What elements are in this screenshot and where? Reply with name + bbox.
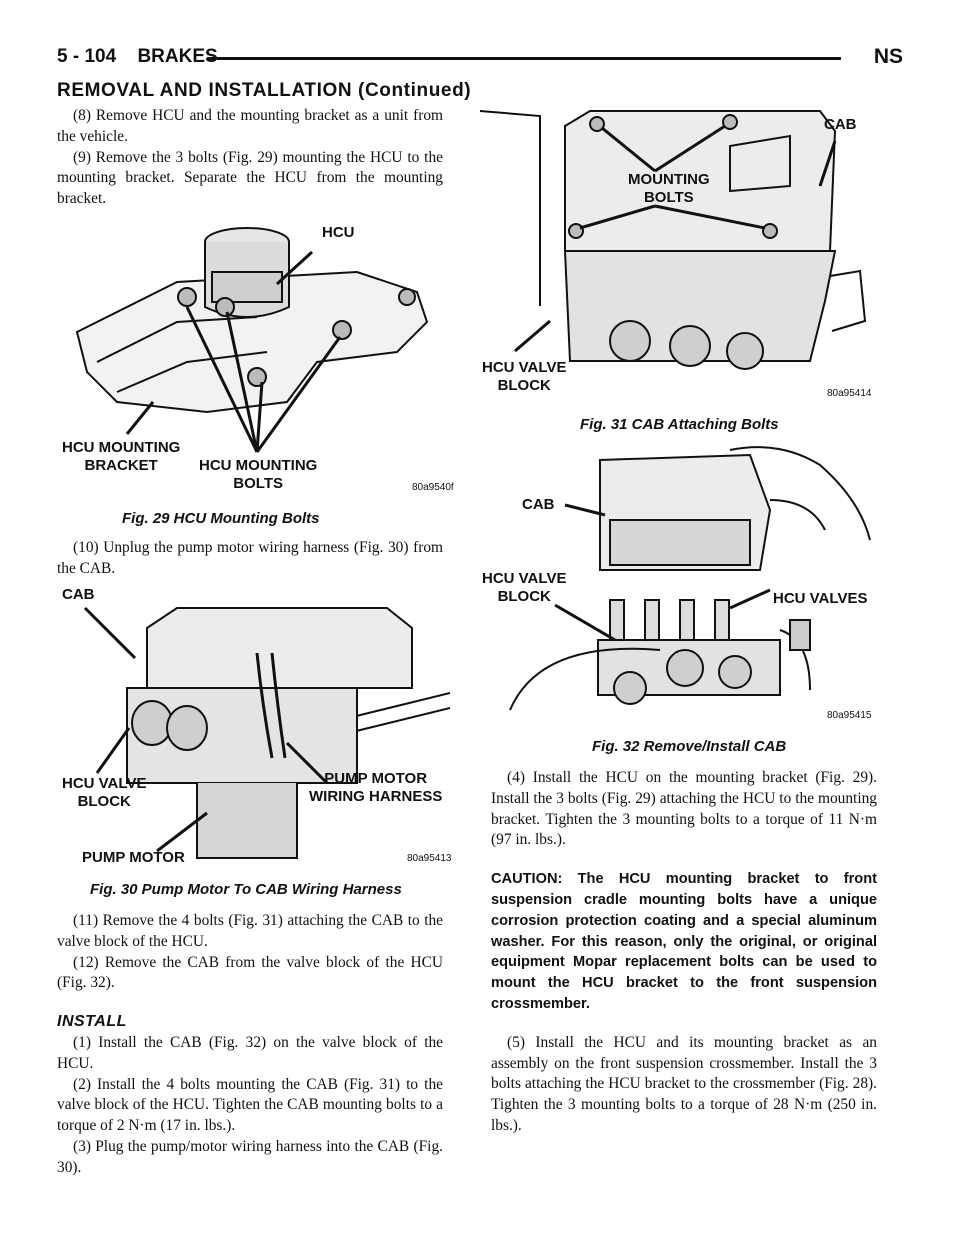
step-11: (11) Remove the 4 bolts (Fig. 31) attach… (57, 912, 443, 950)
label-valve-block-line2: BLOCK (77, 793, 131, 810)
install-step-1: (1) Install the CAB (Fig. 32) on the val… (57, 1033, 443, 1072)
figure-31: CAB MOUNTING BOLTS HCU VALVE BLOCK 80a95… (480, 106, 880, 406)
label-mounting-bolts-line2: BOLTS (233, 475, 284, 492)
label-valve-block: HCU VALVE BLOCK (62, 775, 146, 811)
figure-31-caption: Fig. 31 CAB Attaching Bolts (580, 416, 779, 433)
label-valve-block-line2: BLOCK (497, 377, 551, 394)
install-step-2: (2) Install the 4 bolts mounting the CAB… (57, 1075, 443, 1135)
cab-bolts-illustration (480, 110, 867, 370)
label-mounting-bolts-line1: HCU MOUNTING (199, 457, 318, 474)
figure-30: CAB HCU VALVE BLOCK PUMP MOTOR WIRING HA… (57, 583, 452, 868)
remove-install-cab-illustration (509, 446, 871, 711)
label-cab: CAB (824, 116, 857, 133)
figure-30-caption: Fig. 30 Pump Motor To CAB Wiring Harness (90, 881, 402, 898)
step-9: (9) Remove the 3 bolts (Fig. 29) mountin… (57, 148, 443, 208)
label-mounting-bolts-line2: BOLTS (643, 189, 694, 206)
left-column-middle: (10) Unplug the pump motor wiring harnes… (57, 538, 443, 580)
label-hcu: HCU (322, 224, 355, 241)
label-cab: CAB (522, 496, 555, 513)
label-wiring-harness-line1: PUMP MOTOR (324, 770, 428, 787)
step-10: (10) Unplug the pump motor wiring harnes… (57, 539, 443, 577)
label-valve-block-line1: HCU VALVE (482, 359, 567, 376)
label-wiring-harness: PUMP MOTOR WIRING HARNESS (309, 770, 442, 806)
label-valve-block-line2: BLOCK (497, 588, 551, 605)
step-12: (12) Remove the CAB from the valve block… (57, 953, 443, 992)
install-step-5: (5) Install the HCU and its mounting bra… (491, 1033, 877, 1134)
figure-29-caption: Fig. 29 HCU Mounting Bolts (122, 510, 320, 527)
label-mounting-bracket-line1: HCU MOUNTING (62, 439, 181, 456)
install-heading: INSTALL (57, 1013, 127, 1031)
label-mounting-bolts-line1: MOUNTING (628, 171, 710, 188)
label-pump-motor: PUMP MOTOR (82, 849, 185, 866)
figure-32: CAB HCU VALVE BLOCK HCU VALVES 80a95415 (480, 440, 880, 730)
header-rule (207, 57, 841, 60)
left-column-bottom: (11) Remove the 4 bolts (Fig. 31) attach… (57, 911, 443, 1179)
label-mounting-bolts: HCU MOUNTING BOLTS (199, 457, 317, 493)
figure-32-caption: Fig. 32 Remove/Install CAB (592, 738, 787, 755)
pump-motor-illustration (83, 606, 450, 859)
caution-notice: CAUTION: The HCU mounting bracket to fro… (491, 871, 877, 1012)
page-header: 5 - 104 BRAKES NS (57, 40, 903, 74)
model-code: NS (873, 45, 903, 68)
label-valve-block-line1: HCU VALVE (62, 775, 147, 792)
page-number: 5 - 104 (57, 46, 117, 67)
left-column-top: (8) Remove HCU and the mounting bracket … (57, 106, 443, 210)
label-mounting-bolts: MOUNTING BOLTS (628, 171, 710, 207)
figure-code: 80a95415 (827, 710, 872, 721)
figure-code: 80a9540f (412, 482, 454, 493)
install-step-4: (4) Install the HCU on the mounting brac… (491, 769, 877, 849)
figure-code: 80a95414 (827, 388, 872, 399)
label-cab: CAB (62, 586, 95, 603)
label-valve-block: HCU VALVE BLOCK (482, 570, 566, 606)
label-hcu-valves: HCU VALVES (773, 590, 868, 607)
section-title: BRAKES (137, 46, 218, 67)
header-left: 5 - 104 BRAKES (57, 46, 218, 68)
label-mounting-bracket-line2: BRACKET (84, 457, 158, 474)
label-valve-block: HCU VALVE BLOCK (482, 359, 566, 395)
label-wiring-harness-line2: WIRING HARNESS (309, 788, 443, 805)
install-step-3: (3) Plug the pump/motor wiring harness i… (57, 1137, 443, 1176)
hcu-mounting-illustration (75, 227, 429, 453)
label-mounting-bracket: HCU MOUNTING BRACKET (62, 439, 180, 475)
label-valve-block-line1: HCU VALVE (482, 570, 567, 587)
section-subheading: REMOVAL AND INSTALLATION (Continued) (57, 80, 472, 101)
figure-code: 80a95413 (407, 853, 452, 864)
figure-29: HCU HCU MOUNTING BRACKET HCU MOUNTING BO… (57, 212, 454, 497)
step-8: (8) Remove HCU and the mounting bracket … (57, 107, 443, 145)
right-column-text: (4) Install the HCU on the mounting brac… (491, 768, 877, 1137)
